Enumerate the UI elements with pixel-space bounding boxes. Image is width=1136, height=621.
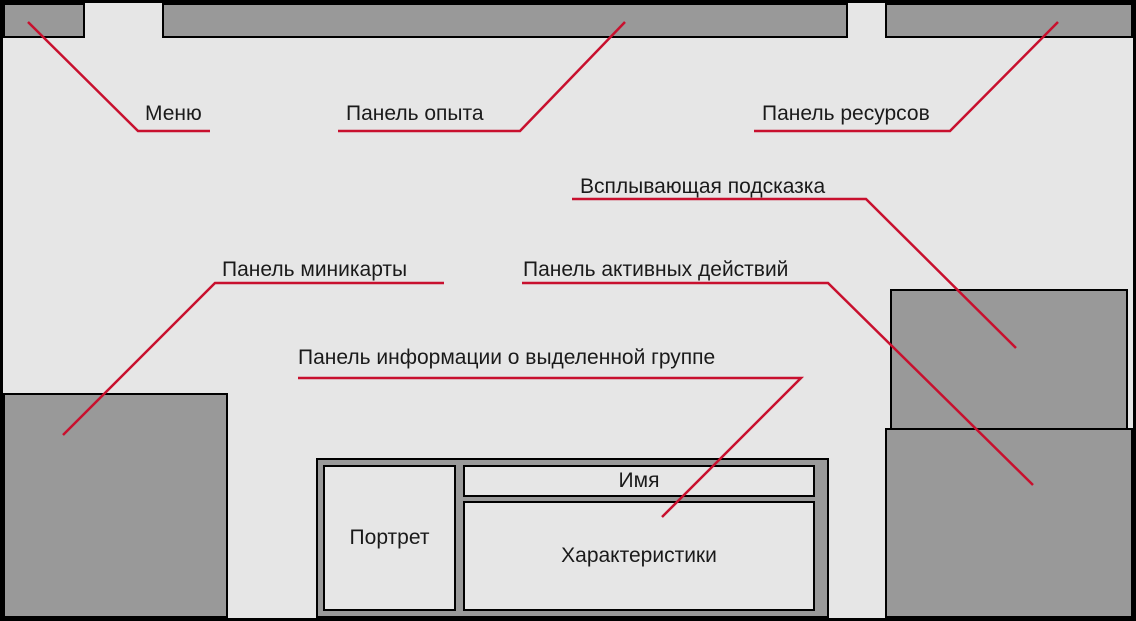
portrait-label: Портрет [349, 526, 430, 549]
selection-info-panel: Портрет Имя Характеристики [316, 458, 829, 618]
portrait-box: Портрет [323, 465, 456, 611]
actions-panel-label: Панель активных действий [523, 258, 789, 281]
menu-label: Меню [145, 102, 202, 125]
stats-label: Характеристики [561, 544, 717, 567]
selection-info-panel-label: Панель информации о выделенной группе [298, 346, 716, 369]
minimap-panel [3, 393, 228, 618]
tooltip-panel [890, 289, 1128, 431]
tooltip-label: Всплывающая подсказка [580, 175, 826, 198]
stats-box: Характеристики [463, 501, 815, 611]
resources-bar [885, 3, 1133, 38]
name-box: Имя [463, 465, 815, 497]
menu-bar [3, 3, 85, 38]
experience-bar [162, 3, 848, 38]
resources-bar-label: Панель ресурсов [762, 102, 930, 125]
minimap-panel-label: Панель миникарты [222, 258, 408, 281]
experience-bar-label: Панель опыта [346, 102, 484, 125]
name-label: Имя [618, 469, 660, 492]
actions-panel [885, 428, 1133, 618]
